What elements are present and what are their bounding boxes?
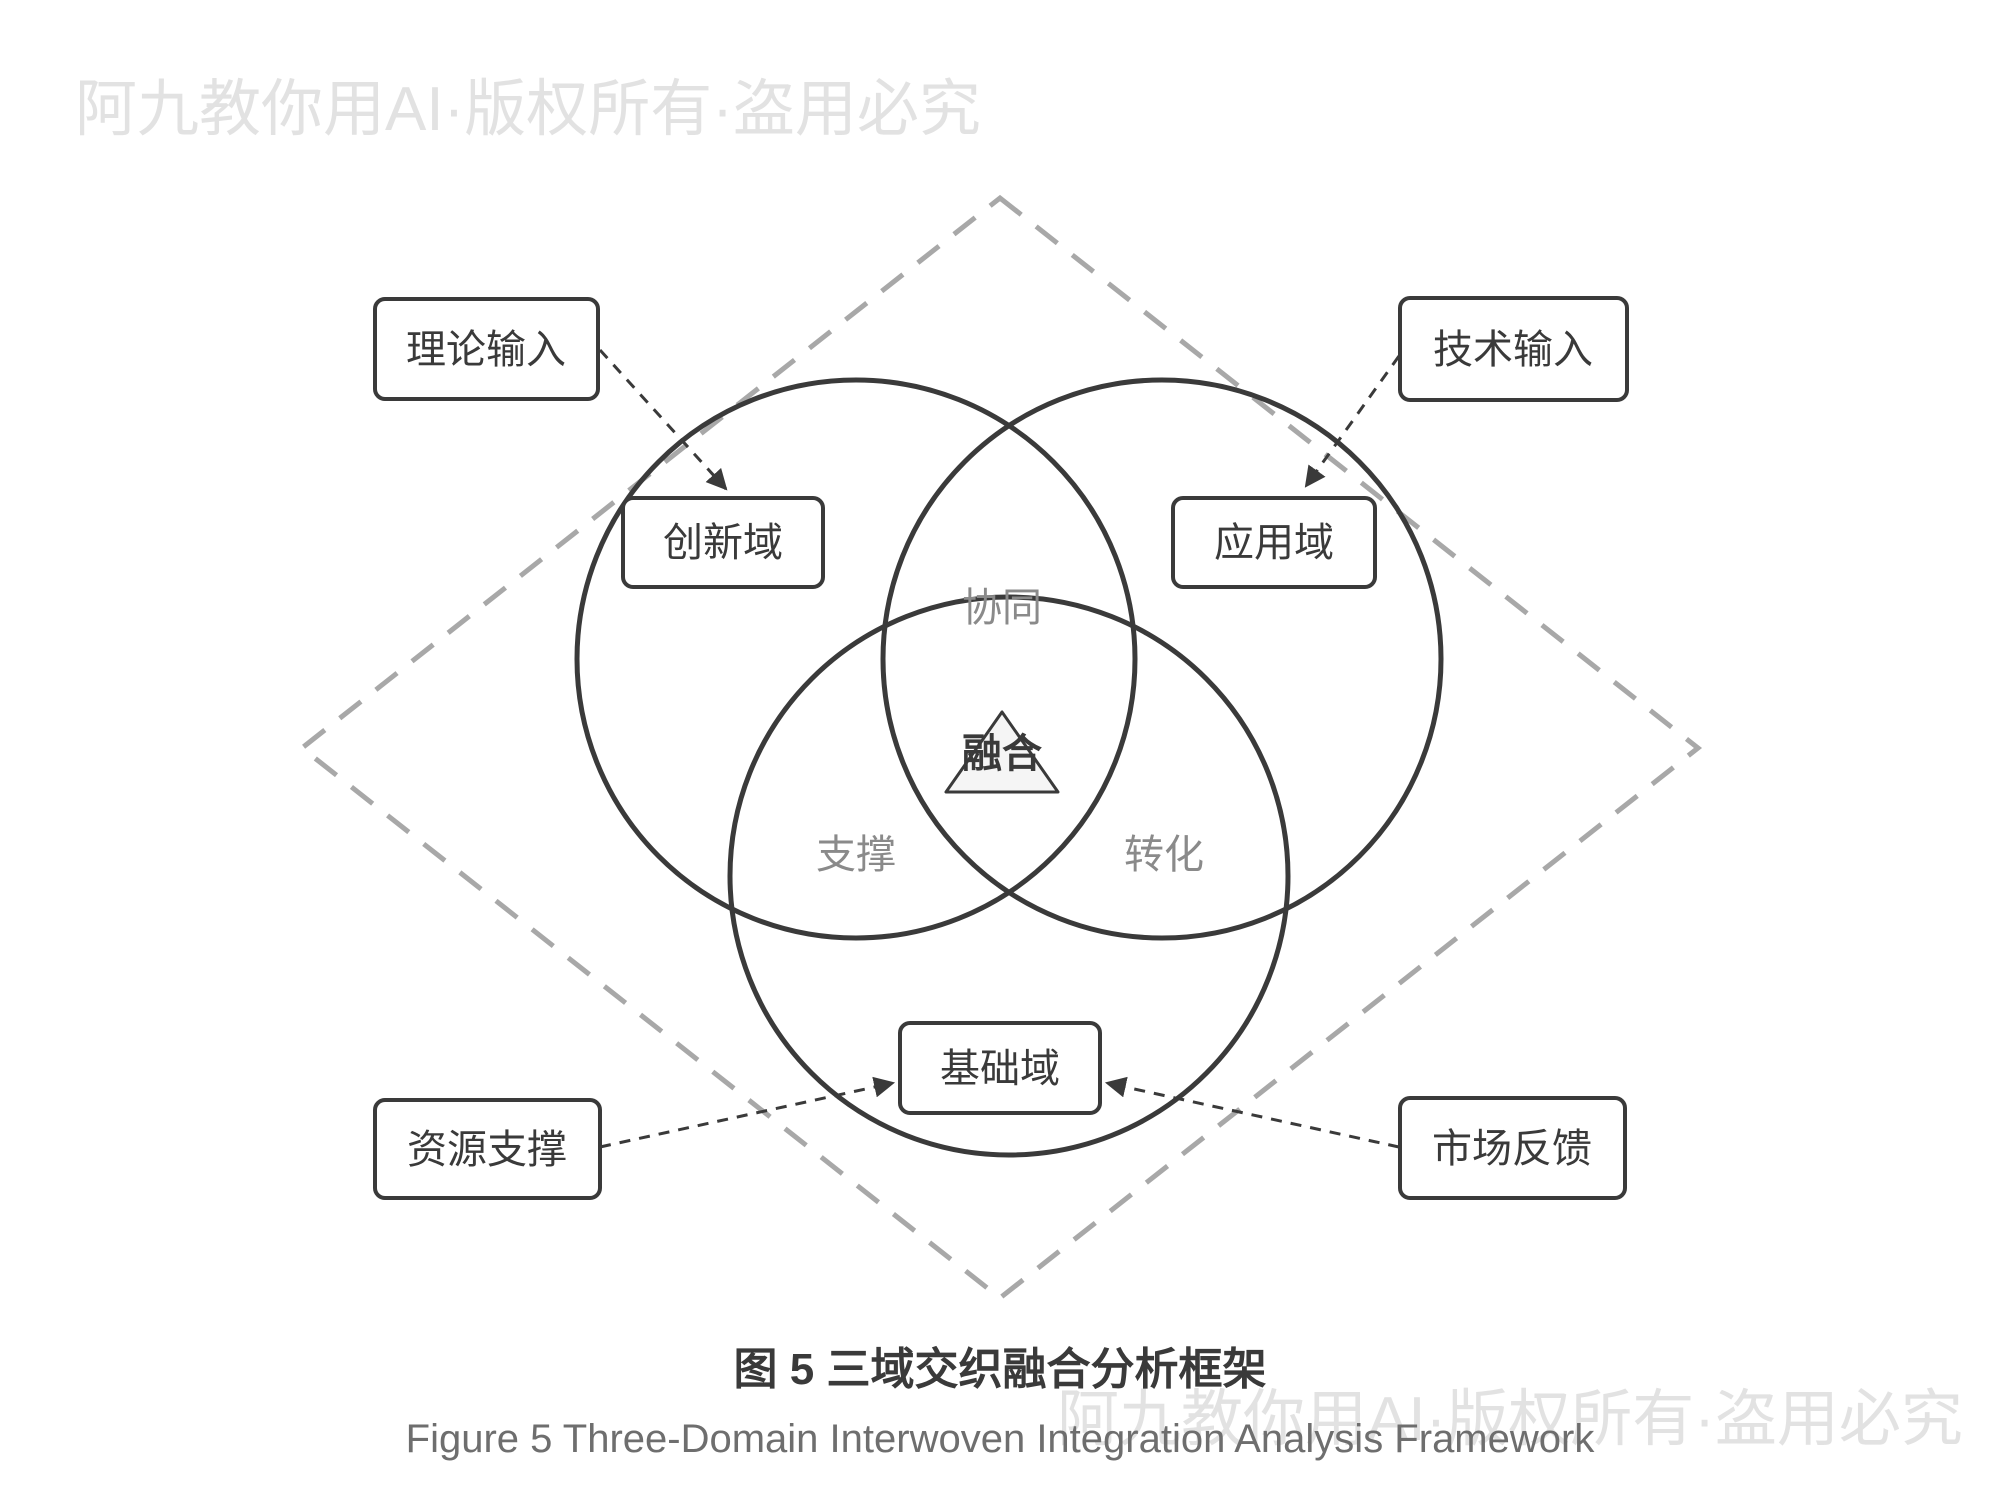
foundation-circle [727, 594, 1291, 1158]
watermark-top-left: 阿九教你用AI·版权所有·盗用必究 [75, 75, 981, 144]
resource-support-box [373, 1098, 602, 1200]
fusion-label: 融合 [962, 732, 1042, 776]
technology-input-box [1398, 296, 1629, 402]
innovation-domain-node: 创新域 [621, 496, 825, 589]
theory-input-node: 理论输入 [373, 297, 600, 401]
watermark-bottom-right: 阿九教你用AI·版权所有·盗用必究 [1057, 1385, 1963, 1454]
foundation-domain-box [898, 1021, 1102, 1115]
fusion-triangle [944, 710, 1060, 794]
support-label: 支撑 [816, 833, 896, 877]
application-domain-node: 应用域 [1171, 496, 1377, 589]
application-circle [880, 377, 1444, 941]
technology-input-node: 技术输入 [1398, 296, 1629, 402]
transformation-label: 转化 [1124, 833, 1204, 877]
dashed-diamond-frame [297, 194, 1703, 1302]
resource-support-node: 资源支撑 [373, 1098, 602, 1200]
innovation-circle [574, 377, 1138, 941]
technology-to-application-arrow [1304, 355, 1401, 488]
resource-support-label: 资源支撑 [407, 1128, 567, 1172]
caption-title-zh: 图 5 三域交织融合分析框架 [734, 1345, 1267, 1394]
innovation-domain-box [621, 496, 825, 589]
theory-input-box [373, 297, 600, 401]
synergy-label: 协同 [962, 586, 1042, 630]
application-domain-box [1171, 496, 1377, 589]
market-to-foundation-arrow [1104, 1076, 1400, 1149]
technology-input-label: 技术输入 [1433, 328, 1593, 372]
foundation-domain-label: 基础域 [940, 1047, 1060, 1091]
innovation-domain-label: 创新域 [663, 521, 783, 565]
market-feedback-node: 市场反馈 [1398, 1096, 1627, 1200]
market-feedback-box [1398, 1096, 1627, 1200]
theory-input-label: 理论输入 [406, 328, 566, 372]
market-feedback-label: 市场反馈 [1432, 1127, 1592, 1171]
caption-title-en: Figure 5 Three-Domain Interwoven Integra… [406, 1417, 1596, 1461]
theory-to-innovation-arrow [598, 348, 728, 491]
resource-to-foundation-arrow [599, 1076, 896, 1149]
application-domain-label: 应用域 [1214, 521, 1334, 565]
foundation-domain-node: 基础域 [898, 1021, 1102, 1115]
